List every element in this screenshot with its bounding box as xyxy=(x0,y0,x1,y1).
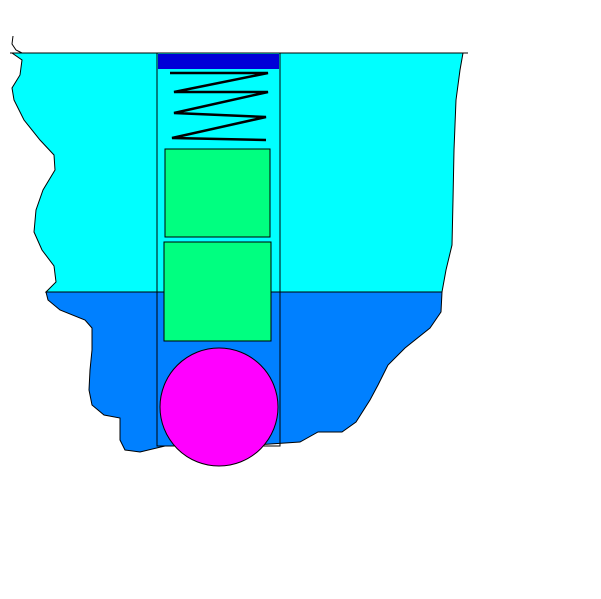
upper-block xyxy=(164,148,271,238)
corner-hook xyxy=(11,35,23,54)
cap xyxy=(158,54,279,69)
ball xyxy=(159,347,279,467)
spring xyxy=(170,71,269,142)
lower-block xyxy=(163,241,272,342)
